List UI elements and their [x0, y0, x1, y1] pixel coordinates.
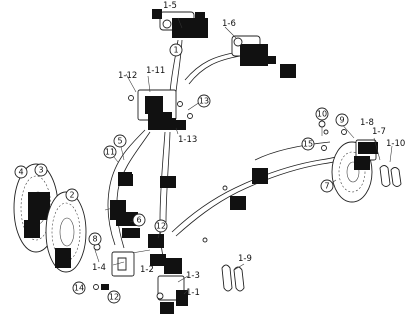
callout-12-upper: 12 [154, 219, 168, 233]
svg-text:6: 6 [136, 216, 141, 225]
callout-13: 13 [197, 94, 211, 108]
svg-text:8: 8 [92, 235, 97, 244]
callout-9: 9 [335, 113, 349, 127]
svg-text:15: 15 [303, 140, 313, 149]
label-1-10: 1-10 [386, 139, 405, 149]
abs-modulator-unit [128, 89, 183, 130]
callout-1: 1 [169, 43, 183, 57]
label-1-4: 1-4 [92, 263, 106, 273]
label-1-2: 1-2 [140, 265, 154, 275]
front-caliper-right [148, 176, 188, 314]
label-1-9: 1-9 [238, 254, 252, 264]
callout-7: 7 [320, 179, 334, 193]
callout-10: 10 [315, 107, 329, 121]
bolts-and-washers [93, 113, 347, 290]
svg-text:3: 3 [38, 166, 43, 175]
brake-pads-rear [379, 165, 402, 187]
rear-caliper [354, 139, 378, 170]
brake-hoses [104, 39, 355, 263]
callout-6: 6 [132, 213, 146, 227]
front-master-cylinder [152, 9, 208, 38]
svg-text:11: 11 [105, 148, 115, 157]
callout-12-lower: 12 [107, 290, 121, 304]
label-1-3: 1-3 [186, 271, 200, 281]
rear-master-cylinder [231, 35, 296, 78]
svg-text:14: 14 [74, 284, 84, 293]
label-1-8: 1-8 [360, 118, 374, 128]
callout-14: 14 [72, 281, 86, 295]
svg-text:4: 4 [18, 168, 23, 177]
mounting-clips [101, 120, 268, 290]
callout-11: 11 [103, 145, 117, 159]
callout-2: 2 [65, 188, 79, 202]
front-brake-disc-right [45, 191, 87, 273]
label-1-1: 1-1 [186, 288, 200, 298]
label-1-12: 1-12 [118, 71, 137, 81]
callout-4: 4 [14, 165, 28, 179]
svg-text:2: 2 [69, 191, 74, 200]
label-1-7: 1-7 [372, 127, 386, 137]
brake-pads-front [221, 264, 245, 292]
callout-8: 8 [88, 232, 102, 246]
label-1-6: 1-6 [222, 19, 236, 29]
svg-text:1: 1 [173, 46, 178, 55]
svg-text:12: 12 [109, 293, 119, 302]
label-1-5: 1-5 [163, 1, 177, 11]
svg-text:10: 10 [317, 110, 327, 119]
svg-text:7: 7 [324, 182, 329, 191]
label-1-11: 1-11 [146, 66, 165, 76]
svg-text:9: 9 [339, 116, 344, 125]
callout-3: 3 [34, 163, 48, 177]
svg-text:12: 12 [156, 222, 166, 231]
label-1-13: 1-13 [178, 135, 197, 145]
svg-text:13: 13 [199, 97, 209, 106]
callout-15: 15 [301, 137, 315, 151]
svg-text:5: 5 [117, 137, 122, 146]
part-labels: 1-5 1-6 1-11 1-12 1-13 1-8 1-7 1-10 1-9 … [92, 1, 405, 298]
callout-5: 5 [113, 134, 127, 148]
